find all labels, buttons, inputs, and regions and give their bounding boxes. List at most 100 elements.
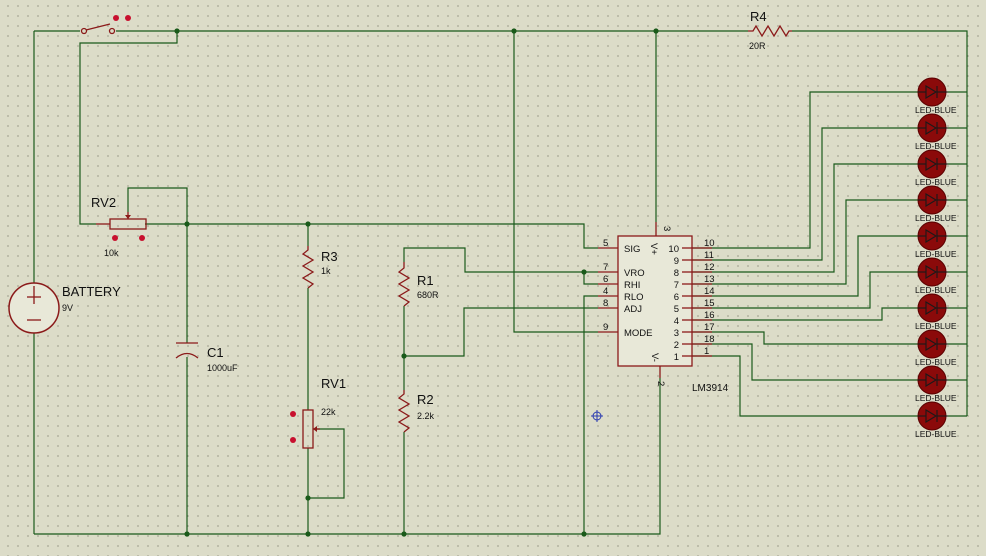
ic-left-pin-name: ADJ [624,304,642,315]
wires [33,30,968,535]
led[interactable]: LED-BLUE [915,221,957,259]
led-label: LED-BLUE [915,285,957,295]
wire-top-right [792,30,968,416]
ic-right-pin-label: 13 [704,274,715,285]
ic-right-pin-num: 2 [674,340,679,351]
ic-right-pin-label: 14 [704,286,715,297]
ic-part: LM3914 [692,383,729,394]
ic-right-pin-num: 6 [674,292,679,303]
ic-top-pin-num: 3 [661,226,672,231]
wire-sig [145,223,598,249]
wire-mode [513,31,598,333]
wire-adj [404,307,598,357]
ic-left-pin-name: RHI [624,280,640,291]
ic-right-pin-num: 8 [674,268,679,279]
r2-resistor[interactable]: R2 2.2k [397,390,435,433]
rv2-ref: RV2 [91,195,116,210]
led-wire-2 [682,127,918,261]
ic-right-pin-label: 10 [704,238,715,249]
rv2-value: 10k [104,248,119,258]
wire-rlo [583,295,598,534]
led-label: LED-BLUE [915,357,957,367]
ic-right-pin-num: 4 [674,316,679,327]
led[interactable]: LED-BLUE [915,113,957,151]
switch[interactable] [80,15,132,35]
ic-right-pin-num: 9 [674,256,679,267]
led[interactable]: LED-BLUE [915,149,957,187]
led-label: LED-BLUE [915,213,957,223]
ic-left-pin-name: SIG [624,244,640,255]
led-wire-9 [682,343,918,381]
lm3914-ic[interactable]: 3 V+ 2 V- LM3914 5SIG7VRO6RHI4RLO8ADJ9MO… [598,222,729,394]
c1-value: 1000uF [207,363,238,373]
ic-right-pin-label: 17 [704,322,715,333]
led[interactable]: LED-BLUE [915,401,957,439]
ic-left-pin-num: 4 [603,286,608,297]
r3-ref: R3 [321,249,338,264]
r4-resistor[interactable]: R4 20R [748,9,792,51]
r2-ref: R2 [417,392,434,407]
ic-right-pin-label: 11 [704,250,714,261]
r3-value: 1k [321,266,331,276]
wire-rv2-feed [79,31,178,225]
r4-ref: R4 [750,9,767,24]
rv1-potentiometer[interactable]: RV1 22k [290,376,346,449]
battery-ref: BATTERY [62,284,121,299]
led-label: LED-BLUE [915,177,957,187]
ic-right-pin-num: 10 [668,244,679,255]
rv2-potentiometer[interactable]: RV2 10k [91,195,147,258]
rv1-ref: RV1 [321,376,346,391]
led[interactable]: LED-BLUE [915,257,957,295]
led[interactable]: LED-BLUE [915,77,957,115]
ic-bottom-pin-name: V- [649,353,660,362]
led[interactable]: LED-BLUE [915,293,957,331]
battery[interactable]: BATTERY 9V [8,282,121,334]
led-label: LED-BLUE [915,105,957,115]
c1-capacitor[interactable]: C1 1000uF [175,342,238,373]
ic-left-pin-num: 7 [603,262,608,273]
ic-right-pin-label: 18 [704,334,715,345]
r1-resistor[interactable]: R1 680R [397,262,439,307]
led-wire-7 [682,307,918,321]
ic-right-pin-label: 15 [704,298,715,309]
r1-value: 680R [417,290,439,300]
probe-crosshair-icon[interactable] [591,410,603,422]
led-wire-1 [682,91,918,249]
wire-bottom [34,378,661,535]
ic-bottom-pin-num: 2 [655,381,666,386]
led-label: LED-BLUE [915,393,957,403]
junctions [174,28,659,537]
led[interactable]: LED-BLUE [915,365,957,403]
r1-ref: R1 [417,273,434,288]
wire-rv2-wiper [127,187,188,224]
ic-left-pin-num: 6 [603,274,608,285]
ic-left-pin-name: MODE [624,328,653,339]
ic-right-pin-num: 5 [674,304,679,315]
ic-right-pin-num: 3 [674,328,679,339]
rv1-value: 22k [321,407,336,417]
ic-left-pin-num: 8 [603,298,608,309]
wire-vro [403,247,598,273]
ic-right-pin-num: 7 [674,280,679,291]
r3-resistor[interactable]: R3 1k [301,246,338,289]
led-label: LED-BLUE [915,141,957,151]
led-label: LED-BLUE [915,321,957,331]
led-label: LED-BLUE [915,249,957,259]
led-array: LED-BLUE LED-BLUE LED-BLUE LED-BLUE LED-BLUE… [915,77,957,439]
ic-left-pin-name: RLO [624,292,644,303]
led-wire-5 [682,235,918,297]
ic-right-pin-label: 16 [704,310,715,321]
r4-value: 20R [749,41,766,51]
ic-left-pin-num: 9 [603,322,608,333]
r2-value: 2.2k [417,411,435,421]
ic-right-pin-label: 1 [704,346,709,357]
led[interactable]: LED-BLUE [915,329,957,367]
ic-right-pin-num: 1 [674,352,679,363]
led[interactable]: LED-BLUE [915,185,957,223]
led-label: LED-BLUE [915,429,957,439]
ic-left-pin-num: 5 [603,238,608,249]
led-wires [682,91,967,417]
